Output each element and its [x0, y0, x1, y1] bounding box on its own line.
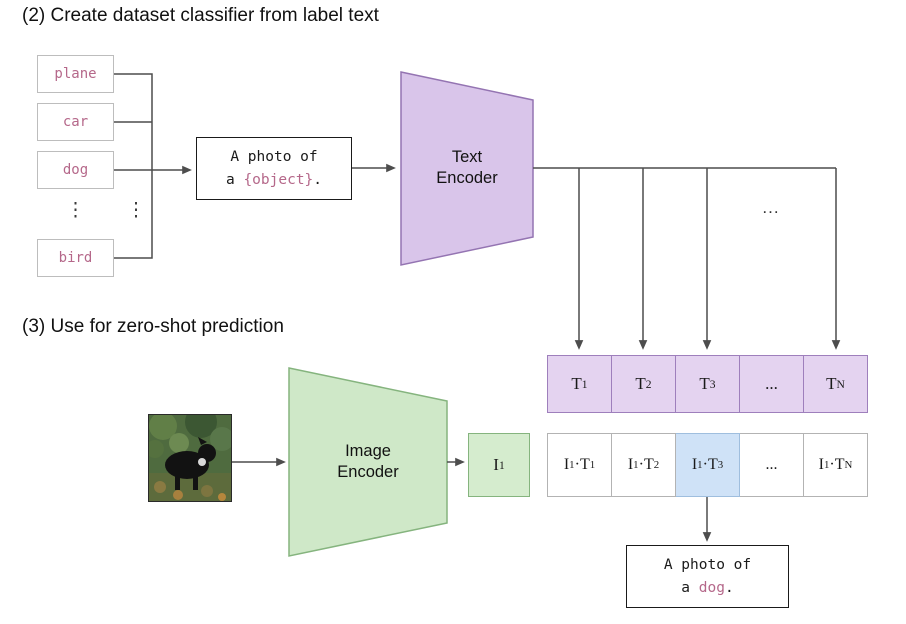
sim5-i: I	[818, 456, 824, 473]
class-label-car: car	[37, 103, 114, 141]
dog-photo-art	[149, 415, 231, 501]
tn-symbol: T	[826, 374, 837, 393]
similarity-cell-ellipsis: ...	[740, 433, 804, 497]
sim1-t: T	[579, 456, 590, 473]
t3-symbol: T	[699, 374, 710, 393]
sim4-i: ...	[765, 456, 778, 473]
sim3-dot: ·	[702, 456, 708, 473]
sim2-isub: 1	[633, 459, 639, 471]
label-column-ellipsis: ⋮	[66, 200, 85, 221]
class-label-dog: dog	[37, 151, 114, 189]
dog-photo	[148, 414, 232, 502]
sim5-isub: 1	[823, 459, 830, 471]
class-label-bird: bird	[37, 239, 114, 277]
prompt-line2: a {object}.	[226, 169, 322, 191]
image-encoder-label: Image Encoder	[337, 442, 399, 482]
text-embedding-cell-ellipsis: ...	[740, 355, 804, 413]
sim3-tsub: 3	[717, 459, 724, 471]
prompt-line2-suffix: .	[313, 171, 323, 188]
sim3-i: I	[691, 456, 698, 473]
sim2-tsub: 2	[653, 459, 660, 471]
prompt-line1: A photo of	[230, 149, 318, 166]
text-encoder-label: Text Encoder	[436, 148, 498, 188]
drop-arrows-ellipsis: ...	[762, 198, 780, 217]
sim2-t: T	[643, 456, 654, 473]
sim3-t: T	[707, 456, 718, 473]
sim2-dot: ·	[638, 456, 644, 473]
i1-symbol: I	[493, 455, 499, 474]
t1-subscript: 1	[581, 377, 588, 391]
i1-subscript: 1	[498, 458, 505, 472]
sim1-i: I	[563, 456, 570, 473]
t3-subscript: 3	[709, 377, 716, 391]
sim3-isub: 1	[697, 459, 703, 471]
t1-symbol: T	[571, 374, 582, 393]
t2-subscript: 2	[645, 377, 652, 391]
prompt-template-box: A photo of a {object}.	[196, 137, 352, 200]
sim5-dot: ·	[829, 456, 835, 473]
result-line1: A photo of	[663, 557, 752, 574]
prediction-result-box: A photo of a dog.	[626, 545, 789, 608]
result-object: dog	[698, 579, 725, 596]
section-title-step2: (2) Create dataset classifier from label…	[22, 5, 379, 26]
sim1-isub: 1	[569, 459, 575, 471]
prompt-line2-prefix: a	[225, 171, 244, 188]
sim1-tsub: 1	[589, 459, 596, 471]
result-line2-suffix: .	[724, 579, 734, 596]
sim5-tsub: N	[844, 459, 853, 471]
label-bracket-lines	[114, 73, 153, 259]
result-line2: a dog.	[681, 577, 733, 599]
t-ellipsis-symbol: ...	[765, 374, 778, 393]
sim2-i: I	[627, 456, 634, 473]
sim5-t: T	[834, 456, 845, 473]
bracket-ellipsis: ⋮	[126, 200, 146, 221]
prompt-object-placeholder: {object}	[243, 171, 314, 188]
result-line2-prefix: a	[681, 579, 699, 596]
t2-symbol: T	[635, 374, 646, 393]
tn-subscript: N	[836, 377, 845, 391]
sim1-dot: ·	[574, 456, 580, 473]
class-label-plane: plane	[37, 55, 114, 93]
section-title-step3: (3) Use for zero-shot prediction	[22, 316, 284, 337]
